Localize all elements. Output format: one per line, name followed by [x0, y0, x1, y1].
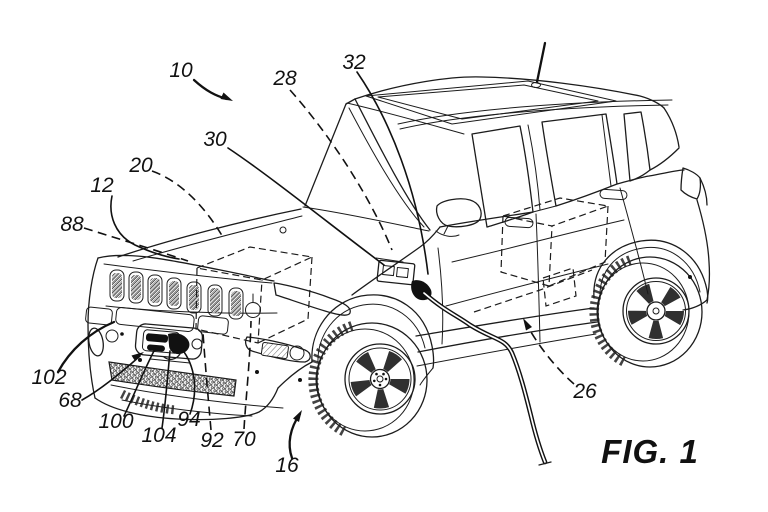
fog-light-right — [245, 336, 311, 382]
side-mirror — [435, 198, 482, 237]
ref-label-68: 68 — [58, 389, 82, 412]
engine-bay-module-box — [194, 246, 315, 344]
rear-wheel — [589, 239, 709, 368]
ref-label-12: 12 — [90, 174, 114, 197]
leader-26 — [527, 326, 575, 385]
ref-label-102: 102 — [31, 366, 66, 389]
headlight-right — [273, 282, 351, 316]
leader-30 — [227, 147, 385, 266]
leader-100 — [123, 348, 156, 417]
ref-label-28: 28 — [272, 67, 297, 90]
leader-70 — [243, 320, 252, 430]
charging-cable — [421, 290, 552, 466]
taillight — [680, 167, 702, 200]
ref-label-94: 94 — [177, 408, 200, 431]
headlight-left — [88, 327, 104, 357]
ref-label-26: 26 — [572, 380, 597, 403]
leader-28 — [289, 89, 393, 251]
leader-94 — [180, 347, 196, 415]
ref-label-16: 16 — [275, 454, 299, 477]
leader-92 — [202, 332, 212, 431]
ref-label-104: 104 — [141, 424, 176, 447]
front-sensor — [245, 302, 261, 318]
ref-label-70: 70 — [232, 428, 256, 451]
ref-label-10: 10 — [169, 59, 193, 82]
ref-label-20: 20 — [128, 154, 153, 177]
rear-door-handle — [599, 188, 628, 201]
underfloor-battery-box — [473, 197, 611, 313]
front-door-handle — [504, 216, 534, 229]
antenna — [531, 41, 547, 88]
ref-label-32: 32 — [342, 51, 366, 74]
leader-104 — [161, 350, 171, 429]
front-wheel — [308, 294, 435, 438]
far-front-tire — [119, 389, 177, 415]
leader-20 — [151, 170, 225, 240]
ref-label-92: 92 — [200, 429, 224, 452]
leader-12 — [110, 195, 180, 260]
ref-label-88: 88 — [60, 213, 84, 236]
ref-label-30: 30 — [203, 128, 227, 151]
leader-102 — [56, 320, 116, 374]
front-grille — [85, 269, 351, 417]
winch-drum — [145, 333, 169, 343]
lower-mesh-grille — [108, 361, 237, 397]
figure-caption: FIG. 1 — [601, 433, 699, 470]
winch-hook — [168, 333, 190, 355]
reference-labels: 10 28 32 30 20 12 88 102 68 100 104 94 9… — [31, 51, 597, 477]
callout-leaders — [56, 71, 575, 460]
leader-32 — [356, 71, 429, 275]
winch-assembly — [134, 323, 204, 364]
ref-label-100: 100 — [98, 410, 133, 433]
